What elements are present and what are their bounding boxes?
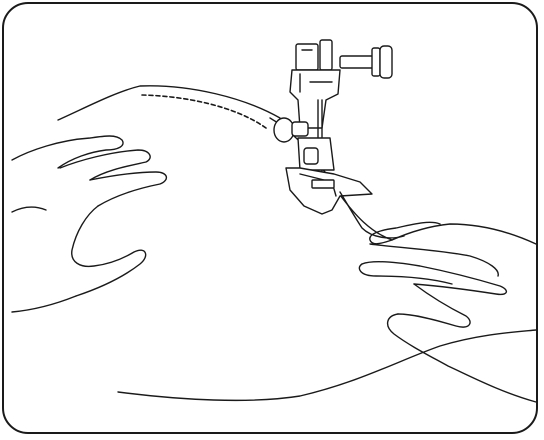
fabric-bottom-edge: [118, 330, 536, 400]
right-hand: [359, 222, 536, 402]
left-hand: [12, 136, 166, 312]
presser-foot-icon: [274, 40, 392, 214]
stitch-line: [142, 95, 266, 128]
fabric-top-edge: [58, 86, 280, 120]
thread: [340, 192, 404, 238]
